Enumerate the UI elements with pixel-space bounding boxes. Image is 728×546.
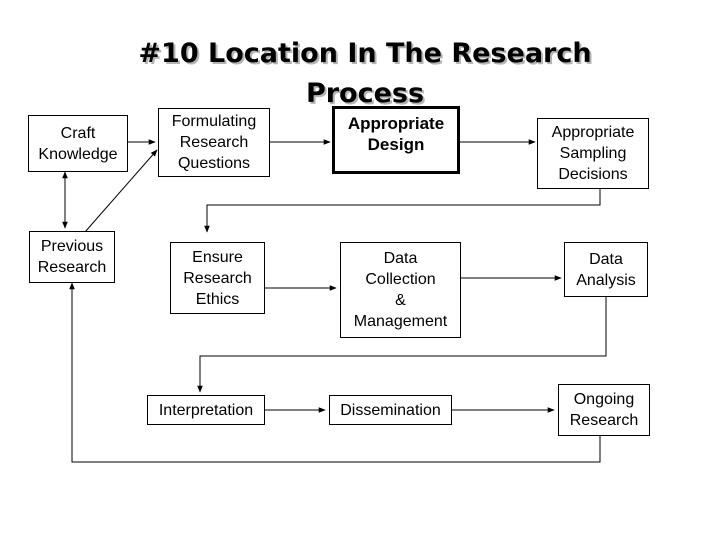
node-dissemination: Dissemination <box>329 395 452 425</box>
node-craft-knowledge: Craft Knowledge <box>28 115 128 172</box>
arrow-previous-to-formulating <box>84 149 158 233</box>
arrow-ongoing-to-previous <box>69 282 601 463</box>
node-ongoing-research: Ongoing Research <box>558 384 650 436</box>
node-appropriate-design: Appropriate Design <box>332 106 460 174</box>
arrow-sampling-to-ethics <box>204 189 601 233</box>
node-previous-research: Previous Research <box>29 231 115 283</box>
arrow-analysis-to-interpretation <box>197 297 607 393</box>
node-data-collection-management: Data Collection & Management <box>340 242 461 338</box>
node-interpretation: Interpretation <box>147 395 265 425</box>
node-appropriate-sampling-decisions: Appropriate Sampling Decisions <box>537 118 649 189</box>
diagram-title: #10 Location In The Research Process <box>138 38 592 109</box>
node-formulating-research-questions: Formulating Research Questions <box>158 108 270 177</box>
node-data-analysis: Data Analysis <box>564 242 648 297</box>
node-ensure-research-ethics: Ensure Research Ethics <box>170 242 265 314</box>
